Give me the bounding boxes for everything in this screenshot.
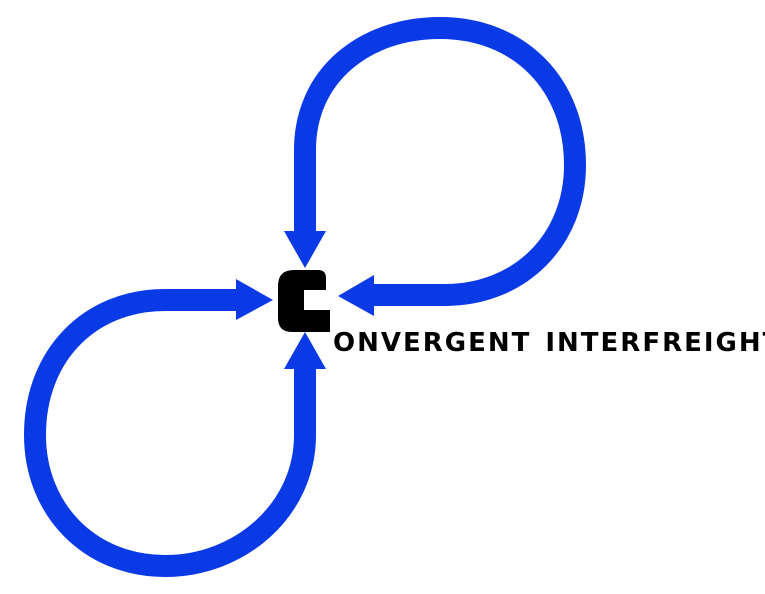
- left-loop-arrow-icon: [236, 279, 273, 320]
- lower-loop: [23, 279, 326, 578]
- right-loop-arrow-icon: [338, 275, 374, 316]
- top-loop-arrow-icon: [284, 231, 326, 268]
- wordmark-word-2: INTERFREIGHT: [545, 328, 765, 358]
- bottom-loop-arrow-icon: [284, 332, 326, 369]
- upper-loop-stroke: [294, 16, 587, 306]
- company-wordmark: ONVERGENT INTERFREIGHT: [333, 323, 765, 363]
- wordmark-word-1: ONVERGENT: [333, 328, 532, 358]
- logo-initial-c-shape: [278, 270, 330, 332]
- lower-loop-stroke: [23, 289, 316, 578]
- upper-loop: [284, 16, 587, 316]
- logo-initial-c: C: [278, 270, 330, 332]
